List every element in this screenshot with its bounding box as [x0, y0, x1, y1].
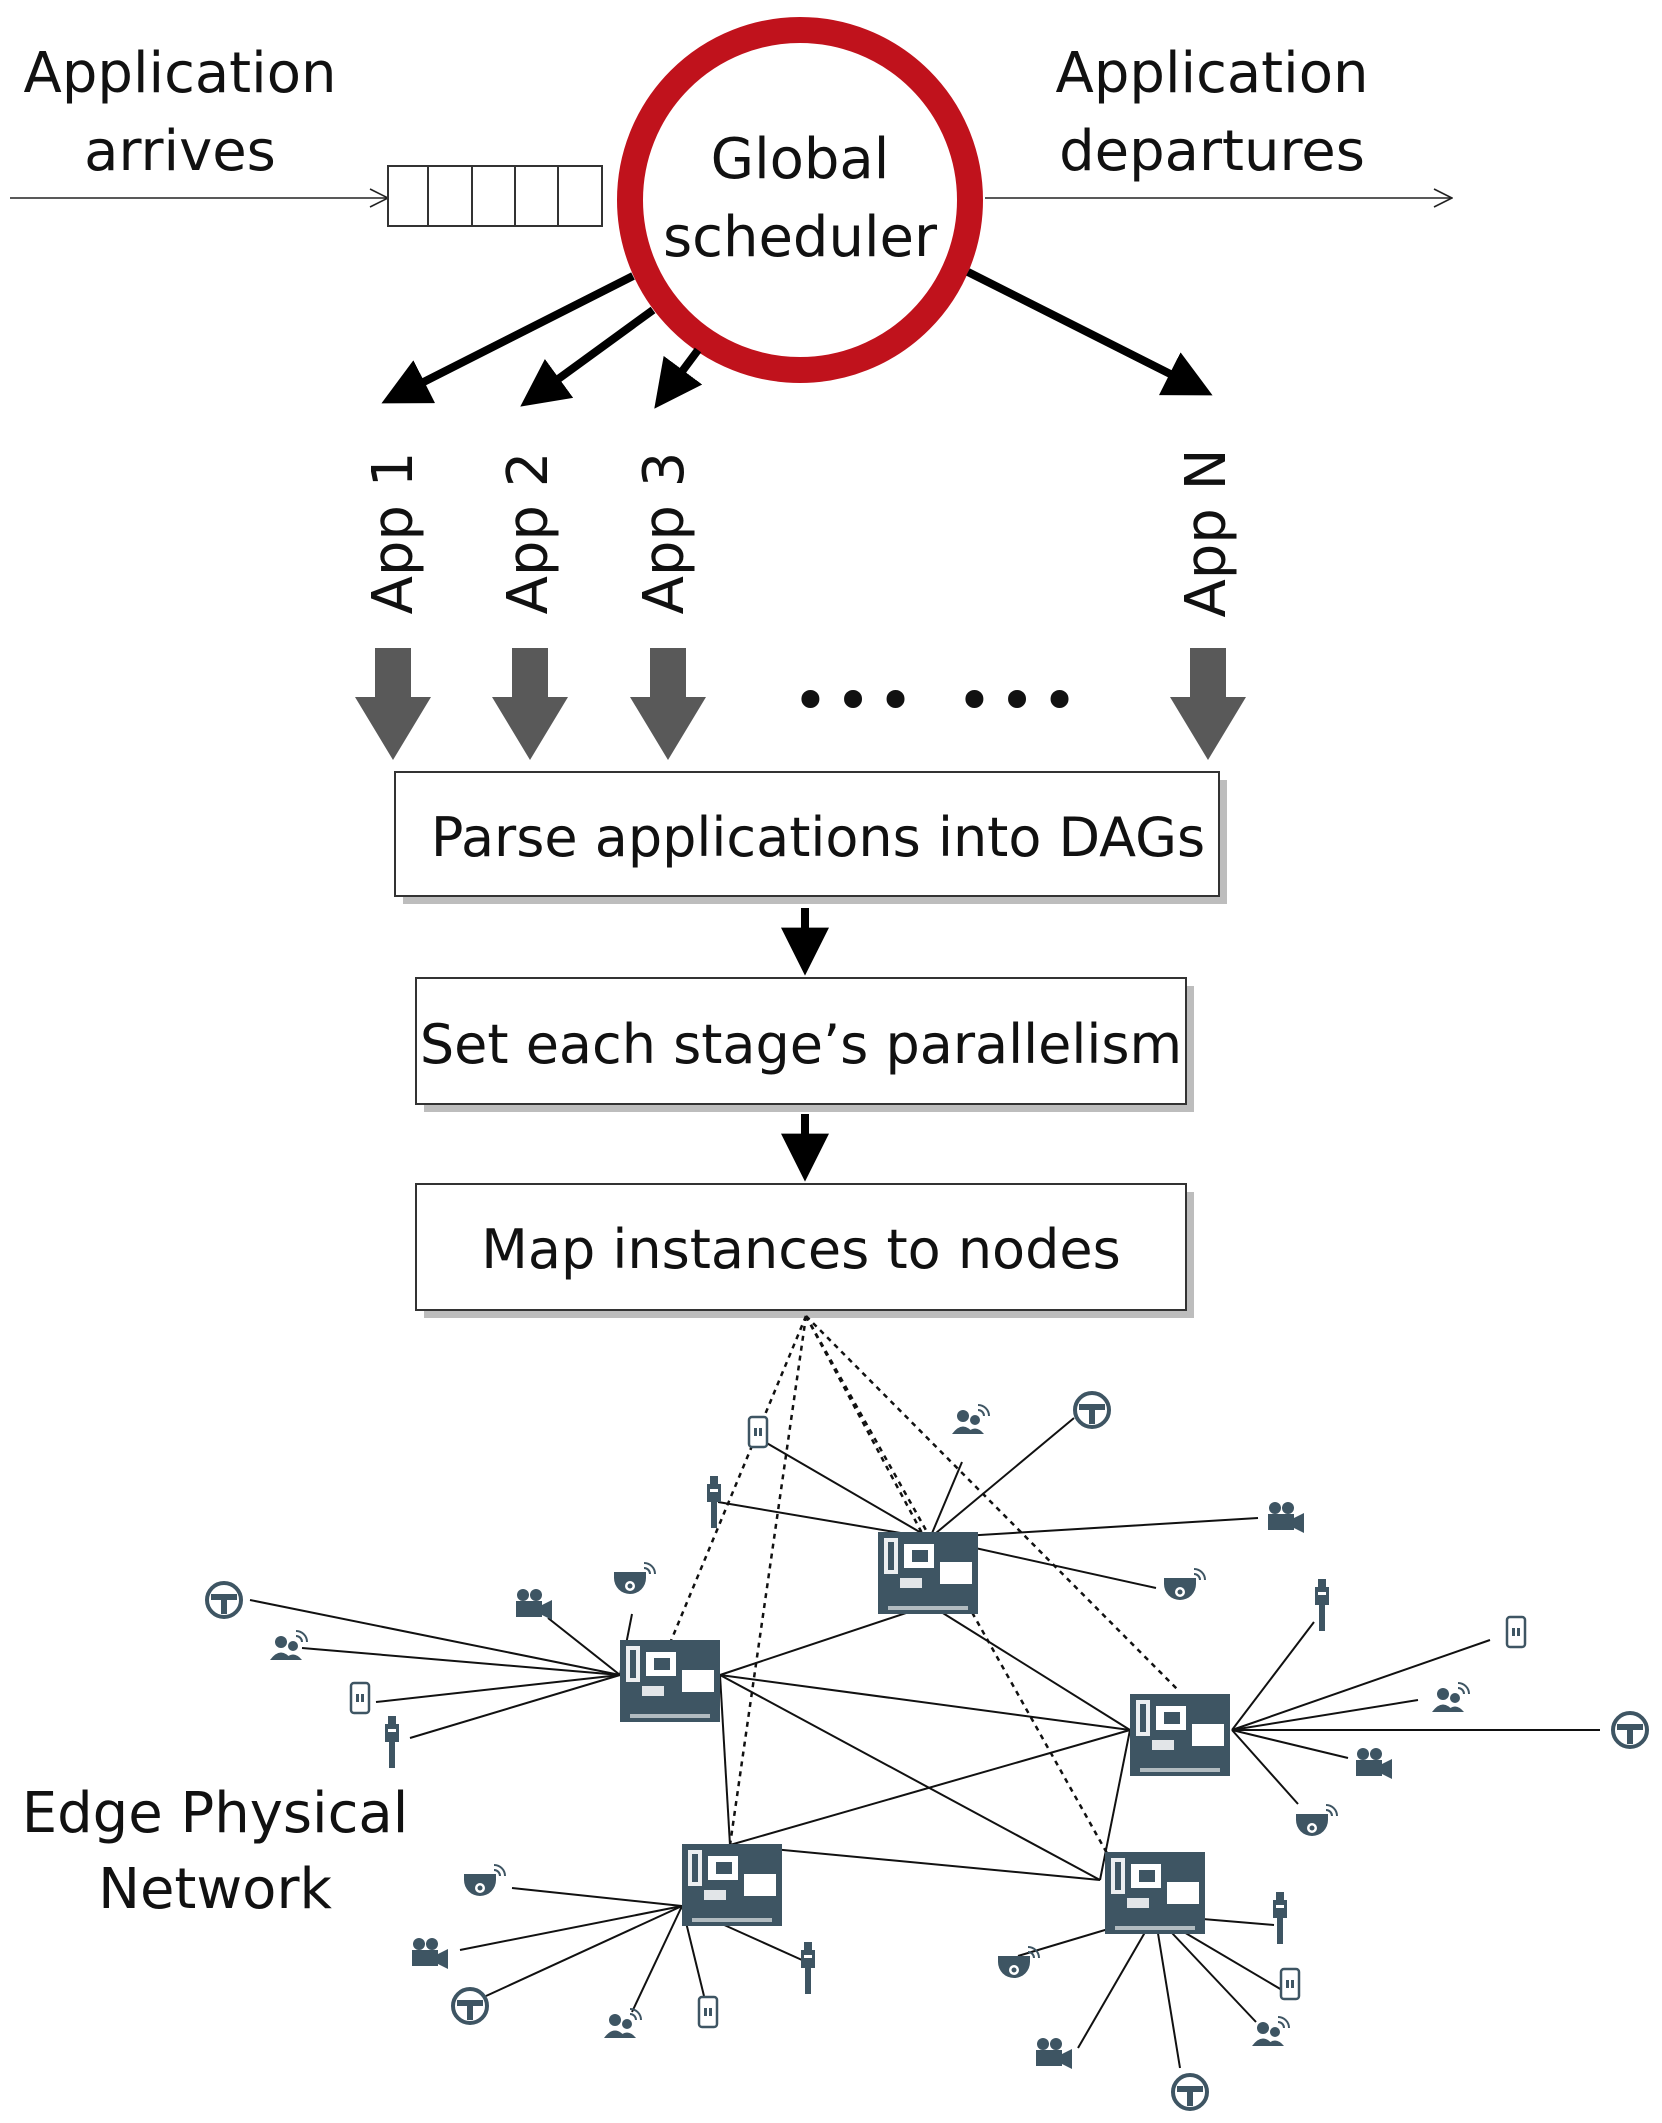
pipeline-step-map: Map instances to nodes — [415, 1183, 1194, 1318]
pipeline-step-parallelism: Set each stage’s parallelism — [415, 977, 1194, 1112]
steering-wheel-icon — [1073, 1391, 1111, 1429]
step-parallelism-label: Set each stage’s parallelism — [420, 1013, 1182, 1076]
people-icon — [1251, 2016, 1290, 2047]
app-label-1: App 1 — [361, 452, 426, 615]
video-camera-icon — [516, 1589, 552, 1620]
application-queue — [387, 165, 603, 227]
phone-icon — [747, 1415, 769, 1449]
arrives-label-line1: Application — [24, 41, 337, 106]
sensor-icon — [385, 1716, 399, 1768]
steering-wheel-icon — [1611, 1711, 1649, 1749]
video-camera-icon — [1356, 1748, 1392, 1779]
scheduler-label-line2: scheduler — [663, 205, 938, 270]
steering-wheel-icon — [1171, 2073, 1209, 2111]
phone-icon — [1279, 1967, 1301, 2001]
network-links — [249, 1417, 1600, 2069]
ellipsis-left: ••• — [792, 664, 920, 737]
people-icon — [951, 1404, 990, 1435]
dome-camera-icon — [1295, 1804, 1338, 1837]
edge-server-bottom-right — [1105, 1852, 1205, 1934]
app-label-3: App 3 — [632, 452, 697, 615]
network-label-line1: Edge Physical — [22, 1781, 409, 1846]
phone-icon — [1505, 1615, 1527, 1649]
edge-server-bottom-left — [682, 1844, 782, 1926]
app-label-2: App 2 — [496, 452, 561, 615]
global-scheduler-ring — [617, 17, 983, 383]
steering-wheel-icon — [205, 1581, 243, 1619]
people-icon — [269, 1630, 308, 1661]
video-camera-icon — [1036, 2038, 1072, 2069]
sensor-icon — [1315, 1579, 1329, 1631]
pipeline-step-parse: Parse applications into DAGs — [394, 771, 1227, 904]
network-label-line2: Network — [98, 1857, 332, 1922]
departures-label-line1: Application — [1056, 41, 1369, 106]
edge-server-top — [878, 1532, 978, 1614]
video-camera-icon — [412, 1938, 448, 1969]
sensor-icon — [1273, 1892, 1287, 1944]
step-map-label: Map instances to nodes — [481, 1218, 1120, 1281]
dispatch-arrows — [381, 268, 1213, 409]
people-icon — [1431, 1682, 1470, 1713]
departures-label-line2: departures — [1059, 119, 1365, 184]
edge-server-left — [620, 1640, 720, 1722]
sensor-icon — [801, 1942, 815, 1994]
sensor-icon — [707, 1476, 721, 1528]
edge-server-right — [1130, 1694, 1230, 1776]
dome-camera-icon — [463, 1864, 506, 1897]
arrives-label-line2: arrives — [84, 119, 276, 184]
video-camera-icon — [1268, 1502, 1304, 1533]
step-parse-label: Parse applications into DAGs — [431, 806, 1205, 869]
steering-wheel-icon — [451, 1987, 489, 2025]
scheduler-label-line1: Global — [711, 127, 890, 192]
dome-camera-icon — [1163, 1568, 1206, 1601]
ellipsis-right: ••• — [956, 664, 1084, 737]
dome-camera-icon — [613, 1562, 656, 1595]
phone-icon — [349, 1681, 371, 1715]
people-icon — [603, 2008, 642, 2039]
app-label-n: App N — [1174, 448, 1239, 617]
app-flow-arrows — [355, 648, 1246, 760]
phone-icon — [697, 1995, 719, 2029]
